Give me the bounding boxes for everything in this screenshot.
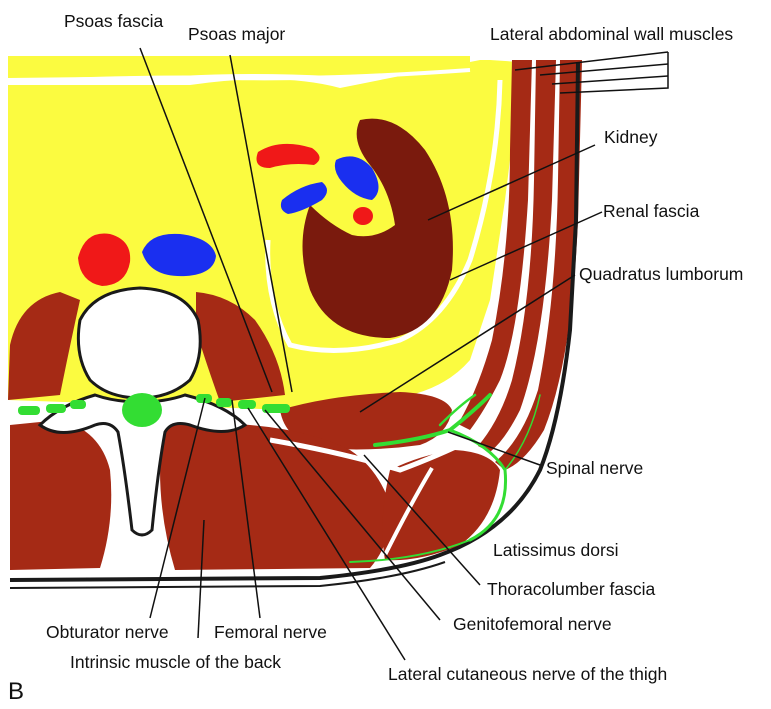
label-psoas-major: Psoas major (188, 24, 285, 44)
latissimus-dorsi-shape (382, 450, 500, 560)
panel-letter: B (8, 678, 24, 704)
label-renal-fascia: Renal fascia (603, 201, 700, 221)
label-femoral-nerve: Femoral nerve (214, 622, 327, 642)
label-genitofemoral-nerve: Genitofemoral nerve (453, 614, 612, 634)
label-lateral-abdominal-wall-muscles: Lateral abdominal wall muscles (490, 24, 733, 44)
label-spinal-nerve: Spinal nerve (546, 458, 643, 478)
label-intrinsic-back-muscle: Intrinsic muscle of the back (70, 652, 281, 672)
label-lateral-cutaneous-nerve: Lateral cutaneous nerve of the thigh (388, 664, 667, 684)
spinal-cord (122, 393, 162, 427)
label-psoas-fascia: Psoas fascia (64, 11, 163, 31)
label-thoracolumbar-fascia: Thoracolumber fascia (487, 579, 656, 599)
intrinsic-back-muscle-left (10, 420, 111, 570)
renal-artery-small (353, 207, 373, 225)
vertebral-body (78, 288, 200, 398)
label-kidney: Kidney (604, 127, 658, 147)
label-obturator-nerve: Obturator nerve (46, 622, 169, 642)
label-latissimus-dorsi: Latissimus dorsi (493, 540, 618, 560)
label-quadratus-lumborum: Quadratus lumborum (579, 264, 743, 284)
